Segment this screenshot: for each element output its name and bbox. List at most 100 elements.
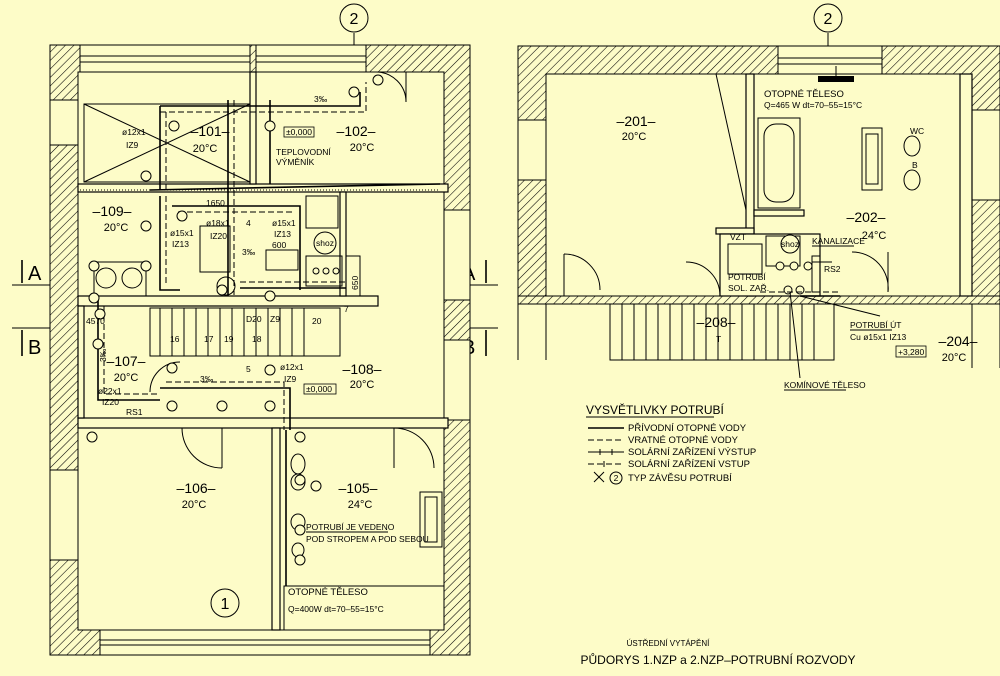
legend-item-return: VRATNÉ OTOPNÉ VODY [588, 435, 739, 446]
legend-item-solar-in: SOLÁRNÍ ZAŘÍZENÍ VSTUP [588, 459, 750, 470]
svg-text:VRATNÉ OTOPNÉ VODY: VRATNÉ OTOPNÉ VODY [628, 435, 739, 446]
room-201-number: –201– [617, 113, 656, 129]
exchanger-label-1: TEPLOVODNÍ [276, 147, 331, 157]
room-107-number: –107– [107, 353, 146, 369]
callout-number: 20 [312, 316, 322, 326]
dim-650: 650 [350, 276, 360, 290]
wc-label: WC [910, 126, 924, 136]
routing-note-1: POTRUBÍ JE VEDENO [306, 522, 395, 532]
room-101-number: –101– [191, 123, 230, 139]
solar-pipe-label-1: POTRUBÍ [728, 272, 766, 282]
hanger-number: 2 [614, 473, 619, 483]
pipe-dim-label: ø18x1 [206, 218, 230, 228]
pipe-dim-label: ø12x1 [122, 127, 146, 137]
slope-label: 3‰ [314, 94, 328, 104]
section-marker-a-left: A [12, 260, 50, 286]
room-106-number: –106– [177, 480, 216, 496]
room-102-number: –102– [337, 123, 376, 139]
z9-label: Z9 [270, 314, 280, 324]
radiator-label: OTOPNÉ TĚLESO [288, 587, 368, 598]
axis-label: 2 [350, 11, 359, 28]
svg-text:TYP ZÁVĚSU POTRUBÍ: TYP ZÁVĚSU POTRUBÍ [628, 473, 732, 484]
stair-step-label: 18 [252, 334, 262, 344]
t-mark: T [716, 334, 721, 344]
legend-item-solar-out: SOLÁRNÍ ZAŘÍZENÍ VÝSTUP [588, 447, 756, 458]
room-201-temp: 20°C [622, 131, 647, 143]
radiator-output: Q=400W dt=70–55=15°C [288, 604, 384, 614]
sewer-label: KANALIZACE [812, 236, 865, 246]
room-109-temp: 20°C [104, 222, 129, 234]
pipe-hanger-symbols [86, 74, 384, 566]
waste-chute-label: shoz [316, 238, 334, 248]
dimension-label: 1650 [206, 198, 225, 208]
staircase [149, 307, 341, 357]
drawing-title: PŮDORYS 1.NZP a 2.NZP–POTRUBNÍ ROZVODY [581, 652, 856, 667]
room-202-temp: 24°C [862, 230, 887, 242]
staircase-208 [609, 303, 835, 361]
axis-label: 1 [221, 596, 230, 613]
dimension-label: 600 [272, 240, 286, 250]
callout-number: 7 [344, 304, 349, 314]
insulation-label: IZ13 [172, 239, 189, 249]
slope-label: 3‰ [200, 374, 214, 384]
dimension-label: 4570 [86, 316, 105, 326]
slope-label: 3‰ [242, 247, 256, 257]
solar-pipe-label-2: SOL. ZAŘ. [728, 283, 769, 293]
svg-text:A: A [28, 263, 42, 285]
insulation-label: IZ20 [210, 231, 227, 241]
level-mark: +3,280 [898, 347, 925, 357]
vzt-label: VZT [730, 232, 746, 242]
rs1-label: RS1 [126, 407, 143, 417]
stair-step-label: 16 [170, 334, 180, 344]
bathtub [757, 117, 801, 209]
legend-item-hanger: 2 TYP ZÁVĚSU POTRUBÍ [593, 471, 732, 485]
pipe-runs [80, 82, 441, 586]
slope-label: 3‰ [98, 348, 108, 362]
room-204-number: –204– [939, 333, 978, 349]
axis-marker-top-right: 2 [813, 3, 843, 50]
chimney-label: KOMÍNOVÉ TĚLESO [784, 380, 866, 390]
heating-pipe-label: POTRUBÍ ÚT [850, 320, 901, 330]
callout-number: 5 [246, 364, 251, 374]
legend-item-supply: PŘÍVODNÍ OTOPNÉ VODY [588, 423, 747, 434]
legend-title: VYSVĚTLIVKY POTRUBÍ [586, 402, 724, 417]
level-mark: ±0,000 [286, 127, 312, 137]
room-105-number: –105– [339, 480, 378, 496]
room-105-temp: 24°C [348, 499, 373, 511]
room-208-number: –208– [697, 314, 736, 330]
pipe-dim-label: ø15x1 [272, 218, 296, 228]
wc-fixtures [283, 453, 445, 631]
section-marker-b-left: B [12, 327, 50, 359]
waste-chute-label: shoz [781, 239, 799, 249]
axis-marker-top-left: 2 [339, 3, 369, 50]
insulation-label: IZ13 [274, 229, 291, 239]
bidet-label: B [912, 160, 918, 170]
exchanger-label-2: VÝMĚNÍK [276, 157, 315, 167]
insulation-label: IZ20 [102, 397, 119, 407]
radiator-label: OTOPNÉ TĚLESO [764, 89, 844, 100]
drawing-subtitle: ÚSTŘEDNÍ VYTÁPĚNÍ [627, 639, 710, 648]
pipe-dim-label: ø15x1 [170, 228, 194, 238]
room-101-temp: 20°C [193, 143, 218, 155]
axis-label: 2 [824, 11, 833, 28]
upper-floor-plan: WC B shoz [517, 45, 1000, 391]
svg-text:SOLÁRNÍ ZAŘÍZENÍ VÝSTUP: SOLÁRNÍ ZAŘÍZENÍ VÝSTUP [628, 447, 756, 458]
room-202-number: –202– [847, 209, 886, 225]
insulation-label: IZ9 [284, 374, 297, 384]
rs2-label: RS2 [824, 264, 841, 274]
ground-floor-plan: shoz 650 [49, 44, 471, 656]
room-106-temp: 20°C [182, 499, 207, 511]
pipe-legend: VYSVĚTLIVKY POTRUBÍ PŘÍVODNÍ OTOPNÉ VODY… [586, 402, 756, 485]
room-108-temp: 20°C [350, 379, 375, 391]
room-204-temp: 20°C [942, 352, 967, 364]
stair-step-label: 19 [224, 334, 234, 344]
level-mark: ±0,000 [306, 384, 332, 394]
d20-label: D20 [246, 314, 262, 324]
stair-step-label: 17 [204, 334, 214, 344]
svg-text:SOLÁRNÍ ZAŘÍZENÍ VSTUP: SOLÁRNÍ ZAŘÍZENÍ VSTUP [628, 459, 750, 470]
room-107-temp: 20°C [114, 372, 139, 384]
title-block: ÚSTŘEDNÍ VYTÁPĚNÍ PŮDORYS 1.NZP a 2.NZP–… [581, 639, 856, 667]
callout-number: 4 [246, 218, 251, 228]
room-109-number: –109– [93, 203, 132, 219]
